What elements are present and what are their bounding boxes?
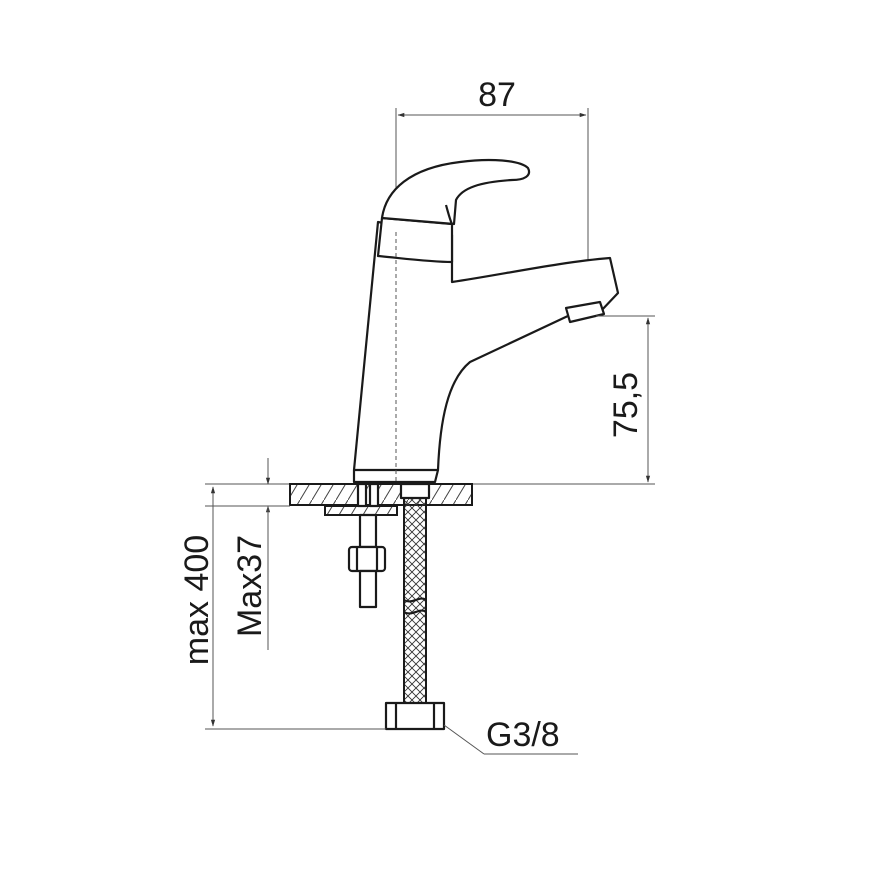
braided-hose xyxy=(384,482,446,731)
spout-height-label: 75,5 xyxy=(607,372,645,438)
thread-callout: G3/8 xyxy=(443,716,578,755)
deck-thickness-dimension: Max37 xyxy=(231,458,271,650)
spout-height-dimension: 75,5 xyxy=(596,315,655,483)
width-dimension-label: 87 xyxy=(478,76,516,114)
hose-length-dimension: max 400 xyxy=(178,486,386,730)
width-dimension: 87 xyxy=(395,76,589,260)
thread-label: G3/8 xyxy=(486,716,560,754)
hose-length-label: max 400 xyxy=(178,535,216,665)
faucet-body xyxy=(352,158,620,484)
deck-thickness-label: Max37 xyxy=(231,535,269,637)
mounting-hardware xyxy=(324,482,398,609)
